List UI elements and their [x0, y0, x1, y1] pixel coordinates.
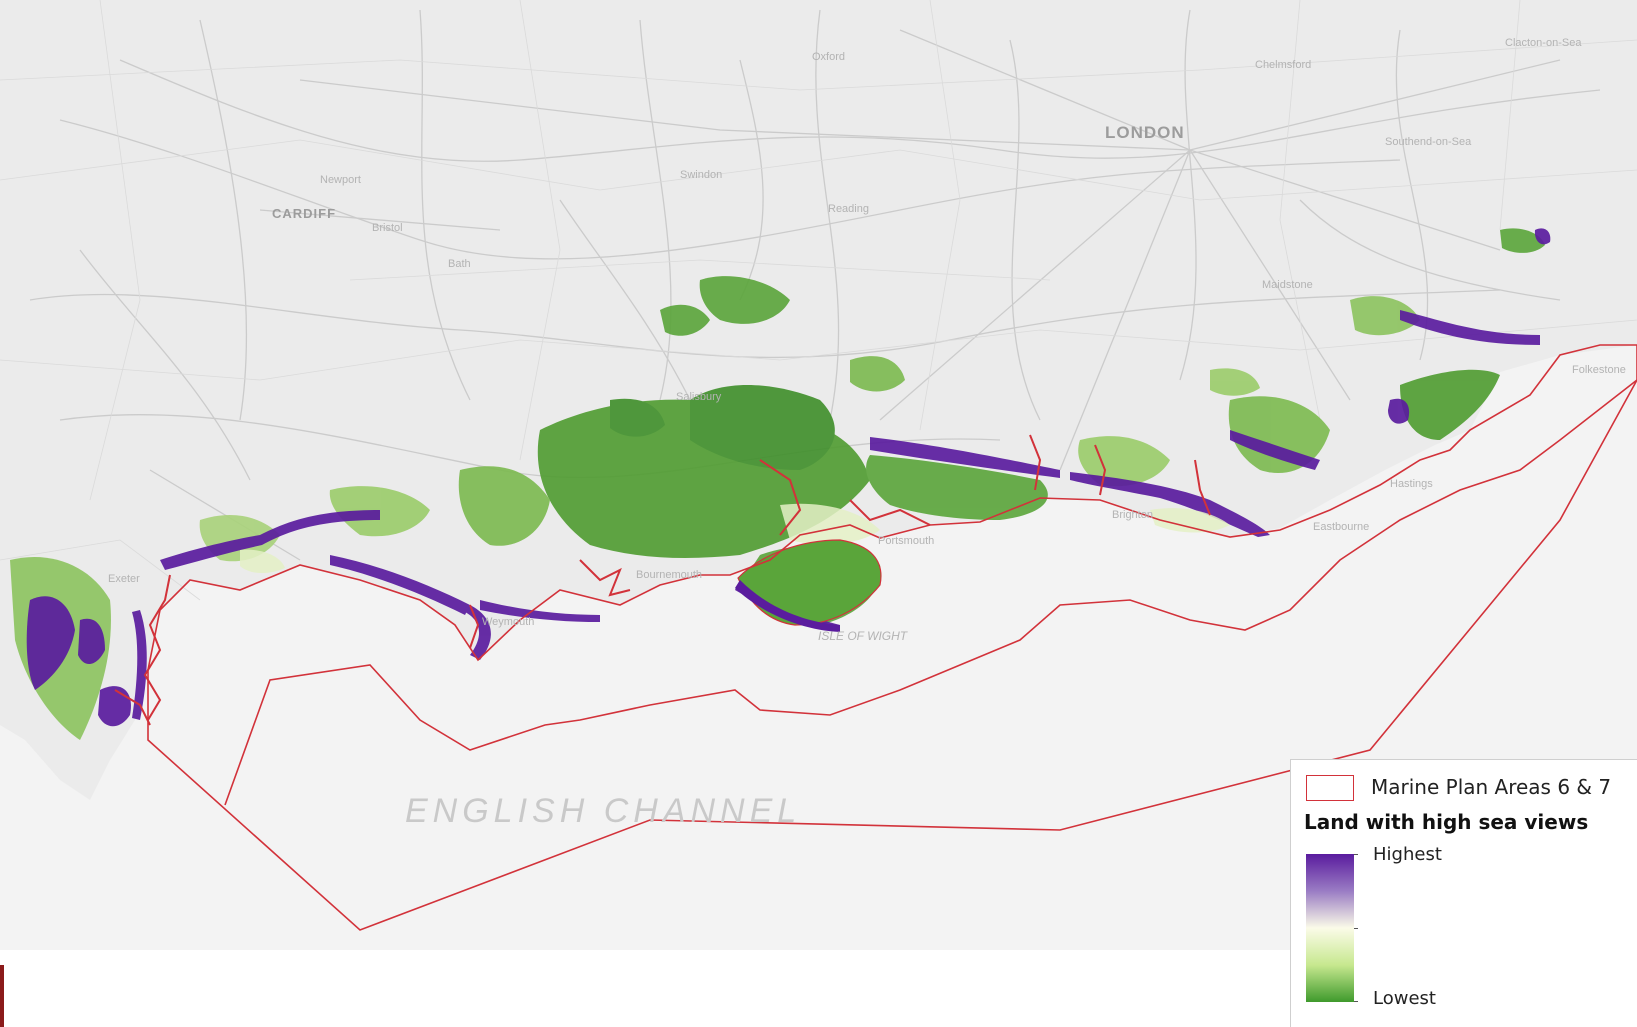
minor-roads — [0, 0, 1637, 601]
label-portsmouth: Portsmouth — [878, 535, 934, 547]
label-swindon: Swindon — [680, 169, 722, 181]
label-weymouth: Weymouth — [482, 616, 534, 628]
estuary-details — [114, 434, 1211, 726]
label-salisbury: Salisbury — [676, 391, 722, 403]
label-chelmsford: Chelmsford — [1255, 59, 1311, 71]
label-oxford: Oxford — [812, 51, 845, 63]
legend-area-label: Marine Plan Areas 6 & 7 — [1371, 775, 1612, 799]
label-hastings: Hastings — [1390, 478, 1433, 490]
isle-of-wight-south-coast — [735, 580, 840, 632]
label-london: LONDON — [1105, 123, 1185, 142]
road-network — [29, 9, 1601, 561]
label-clacton: Clacton-on-Sea — [1505, 37, 1582, 49]
label-bournemouth: Bournemouth — [636, 569, 702, 581]
legend-tick-middle — [1354, 928, 1358, 929]
label-bristol: Bristol — [372, 222, 403, 234]
isle-of-wight — [737, 539, 882, 626]
marine-plan-inner-boundary — [224, 379, 1637, 806]
label-exeter: Exeter — [108, 573, 140, 585]
label-eastbourne: Eastbourne — [1313, 521, 1369, 533]
label-cardiff: CARDIFF — [272, 206, 336, 221]
left-edge-marker — [0, 965, 4, 1027]
legend-highest-label: Highest — [1373, 844, 1442, 865]
label-english-channel: ENGLISH CHANNEL — [405, 792, 801, 830]
label-bath: Bath — [448, 258, 471, 270]
legend-lowest-label: Lowest — [1373, 988, 1436, 1009]
map-bottom-margin — [0, 950, 1290, 1027]
label-folkestone: Folkestone — [1572, 364, 1626, 376]
marine-plan-boundary — [147, 344, 1637, 931]
legend-tick-lowest — [1354, 1001, 1358, 1002]
label-isle-of-wight: ISLE OF WIGHT — [818, 629, 909, 643]
label-reading: Reading — [828, 203, 869, 215]
legend-color-ramp — [1306, 854, 1354, 1002]
label-brighton: Brighton — [1112, 509, 1153, 521]
label-newport: Newport — [320, 174, 361, 186]
legend-boundary-swatch — [1306, 775, 1354, 801]
label-southend: Southend-on-Sea — [1385, 136, 1472, 148]
label-maidstone: Maidstone — [1262, 279, 1313, 291]
legend-title: Land with high sea views — [1304, 810, 1589, 834]
map-legend: Marine Plan Areas 6 & 7 Land with high s… — [1290, 759, 1637, 1027]
legend-tick-highest — [1354, 854, 1358, 855]
